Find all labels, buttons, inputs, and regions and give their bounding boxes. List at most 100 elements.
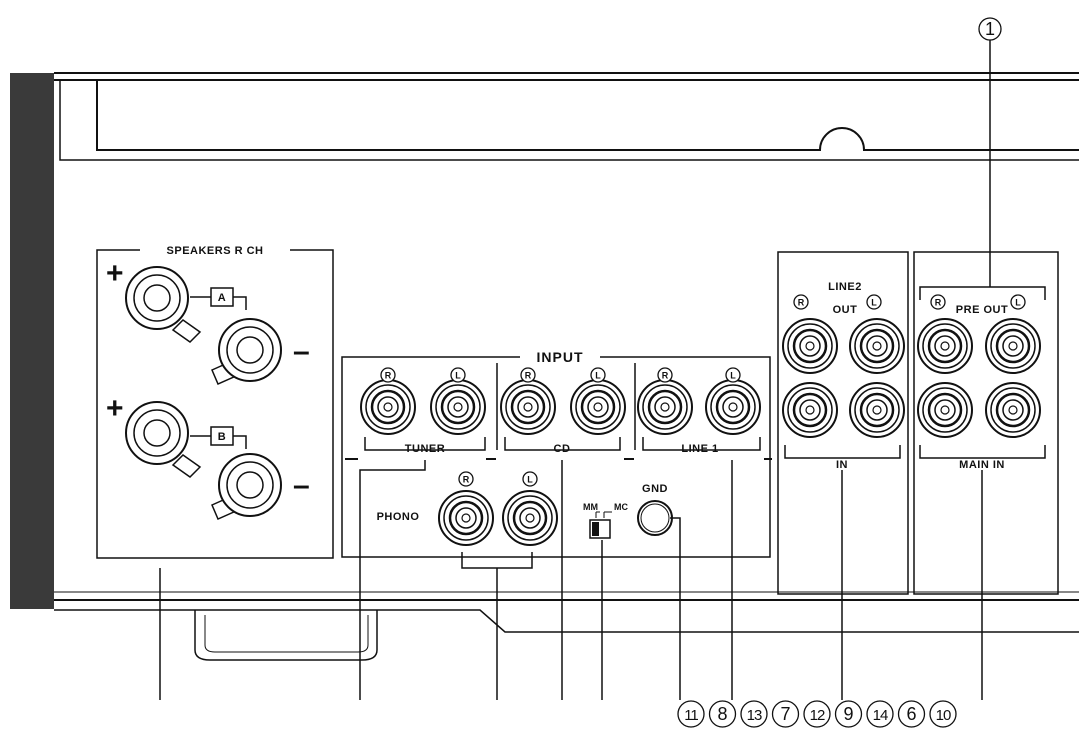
- speaker-a-plus: +: [106, 257, 124, 290]
- channel-mark-text: L: [730, 371, 736, 381]
- chassis: [10, 72, 1079, 661]
- preout-box: [913, 251, 1059, 595]
- speaker-b-minus-terminal[interactable]: [211, 453, 282, 520]
- callout-leaders: [159, 40, 991, 700]
- callout-8: 8: [708, 700, 737, 728]
- speaker-b-connector: [190, 435, 247, 449]
- speaker-a-plus-terminal[interactable]: [125, 266, 202, 343]
- left-channel-mark-9: L: [866, 294, 882, 310]
- channel-mark-text: L: [455, 371, 461, 381]
- line1-r-jack[interactable]: [637, 379, 693, 435]
- callout-11: 11: [677, 700, 705, 728]
- speaker-b-plus: +: [106, 392, 124, 425]
- speakers-title-bg: [140, 243, 290, 257]
- phono-r-jack[interactable]: [438, 490, 494, 546]
- cd-bracket: [504, 437, 621, 451]
- line2-title: LINE2: [828, 281, 862, 293]
- phono-l-jack[interactable]: [502, 490, 558, 546]
- callout-number: 8: [717, 704, 727, 724]
- input-box: [341, 356, 771, 558]
- callout-10: 10: [929, 700, 957, 728]
- channel-mark-text: R: [463, 475, 470, 485]
- gnd-terminal[interactable]: [637, 500, 673, 536]
- chassis-bottom-lower: [54, 609, 1079, 633]
- chassis-left-edge: [10, 73, 54, 609]
- bottom-callouts: 11 8 13 7 12 9 14 6 10: [677, 700, 957, 728]
- leader-tuner: [359, 460, 426, 700]
- right-channel-mark-6: R: [458, 471, 474, 487]
- channel-mark-text: R: [525, 371, 532, 381]
- line2-out-r-jack[interactable]: [782, 318, 838, 374]
- preout-label: PRE OUT: [956, 304, 1008, 316]
- line2-out-l-jack[interactable]: [849, 318, 905, 374]
- leader-gnd: [670, 517, 681, 700]
- callout-number: 6: [906, 704, 916, 724]
- left-channel-mark-7: L: [522, 471, 538, 487]
- callout-number: 12: [810, 707, 825, 724]
- cd-l-jack[interactable]: [570, 379, 626, 435]
- left-channel-mark-1: L: [450, 367, 466, 383]
- mainin-bracket: [919, 445, 1046, 459]
- mm-mc-switch[interactable]: [589, 519, 611, 539]
- tuner-label: TUNER: [405, 443, 445, 455]
- channel-mark-text: R: [798, 298, 805, 308]
- rca-jacks: [360, 318, 1041, 546]
- chassis-shelf-inner: [59, 80, 1079, 161]
- channel-mark-text: L: [527, 475, 533, 485]
- tuner-r-jack[interactable]: [360, 379, 416, 435]
- line2-in-r-jack[interactable]: [782, 382, 838, 438]
- phono-label: PHONO: [377, 511, 420, 523]
- callout-number: 10: [936, 707, 951, 724]
- speakers-panel: SPEAKERS R CH + A – + B: [96, 243, 334, 559]
- right-channel-mark-4: R: [657, 367, 673, 383]
- callout-number: 7: [780, 704, 790, 724]
- callout-9: 9: [834, 700, 863, 728]
- channel-mark-text: L: [1015, 298, 1021, 308]
- chassis-foot: [194, 610, 378, 661]
- tuner-bracket: [364, 437, 486, 451]
- speaker-a-minus: –: [293, 335, 310, 368]
- right-channel-mark-2: R: [520, 367, 536, 383]
- svg-text:1: 1: [985, 19, 995, 39]
- line1-bracket: [642, 437, 761, 451]
- callout-number: 11: [684, 707, 698, 724]
- speaker-b-minus: –: [293, 469, 310, 502]
- callout-7: 7: [771, 700, 800, 728]
- chassis-foot-inner: [204, 615, 369, 653]
- speakers-title: SPEAKERS R CH: [167, 245, 264, 257]
- speaker-a-label: A: [218, 292, 226, 304]
- left-channel-mark-5: L: [725, 367, 741, 383]
- speaker-b-plus-terminal[interactable]: [125, 401, 202, 478]
- channel-mark-text: R: [662, 371, 669, 381]
- line2-box: [777, 251, 909, 595]
- speaker-b-label: B: [218, 431, 226, 443]
- left-channel-mark-11: L: [1010, 294, 1026, 310]
- mainin-l-jack[interactable]: [985, 382, 1041, 438]
- callout-12: 12: [803, 700, 831, 728]
- line2-in-label: IN: [836, 459, 848, 471]
- input-dividers: [496, 363, 636, 450]
- speaker-a-minus-terminal[interactable]: [211, 318, 282, 385]
- right-channel-mark-10: R: [930, 294, 946, 310]
- line2-in-l-jack[interactable]: [849, 382, 905, 438]
- line1-l-jack[interactable]: [705, 379, 761, 435]
- preout-r-jack[interactable]: [917, 318, 973, 374]
- right-channel-mark-8: R: [793, 294, 809, 310]
- channel-mark-text: R: [385, 371, 392, 381]
- preout-l-jack[interactable]: [985, 318, 1041, 374]
- cd-label: CD: [554, 443, 571, 455]
- mainin-r-jack[interactable]: [917, 382, 973, 438]
- preout-panel: PRE OUT MAIN IN: [913, 251, 1059, 595]
- input-title: INPUT: [537, 349, 584, 365]
- tuner-l-jack[interactable]: [430, 379, 486, 435]
- preout-bracket: [919, 286, 1046, 300]
- callout-13: 13: [740, 700, 768, 728]
- callout-number: 14: [873, 707, 888, 724]
- cd-r-jack[interactable]: [500, 379, 556, 435]
- mc-label: MC: [614, 502, 628, 512]
- channel-mark-text: L: [871, 298, 877, 308]
- phono-bracket: [461, 552, 533, 569]
